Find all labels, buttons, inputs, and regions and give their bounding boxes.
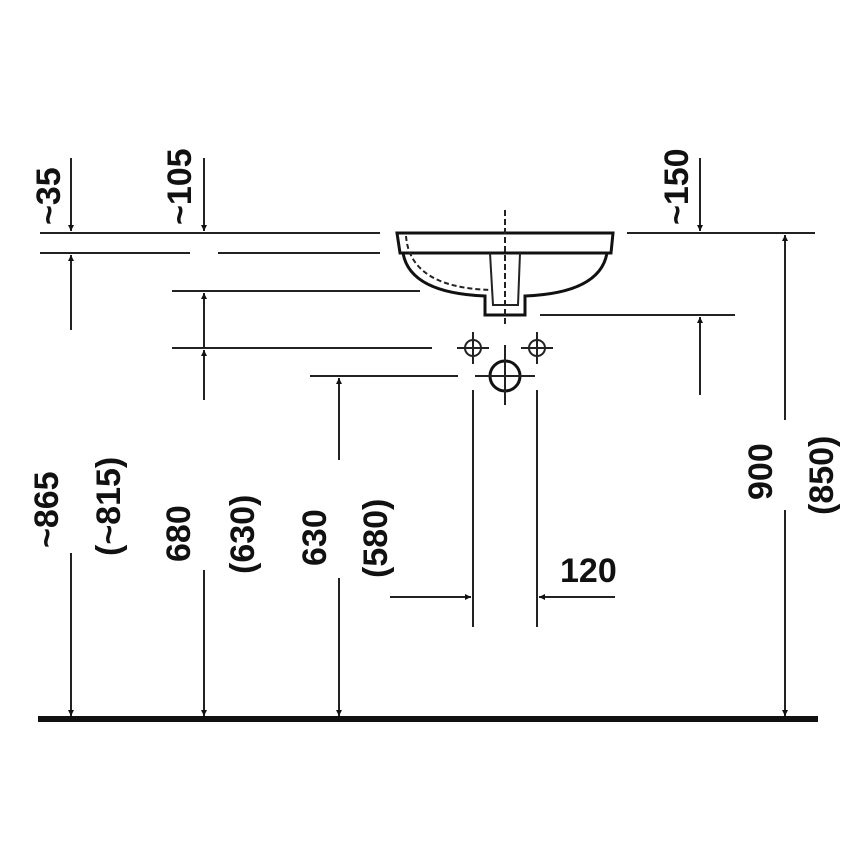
reference-lines (40, 232, 815, 377)
dim-height-supply: 680 (160, 505, 198, 562)
dim-top-left-offset: ~35 (30, 167, 68, 225)
dim-top-mid-offset: ~105 (161, 148, 199, 225)
dim-height-waste: 630 (296, 509, 334, 566)
dim-height-rim: ~865 (28, 471, 66, 548)
dim-height-waste-alt: (580) (357, 499, 395, 578)
height-dimension-lines (68, 235, 788, 716)
dim-height-supply-alt: (630) (224, 495, 262, 574)
dim-supply-spacing: 120 (560, 552, 617, 590)
top-offset-arrows (68, 158, 703, 395)
dim-height-rim-alt: (~815) (90, 457, 128, 556)
dim-height-total: 900 (742, 443, 780, 500)
washbasin-drawing (395, 210, 615, 627)
dim-height-total-alt: (850) (803, 436, 841, 515)
dim-top-right-offset: ~150 (658, 148, 696, 225)
